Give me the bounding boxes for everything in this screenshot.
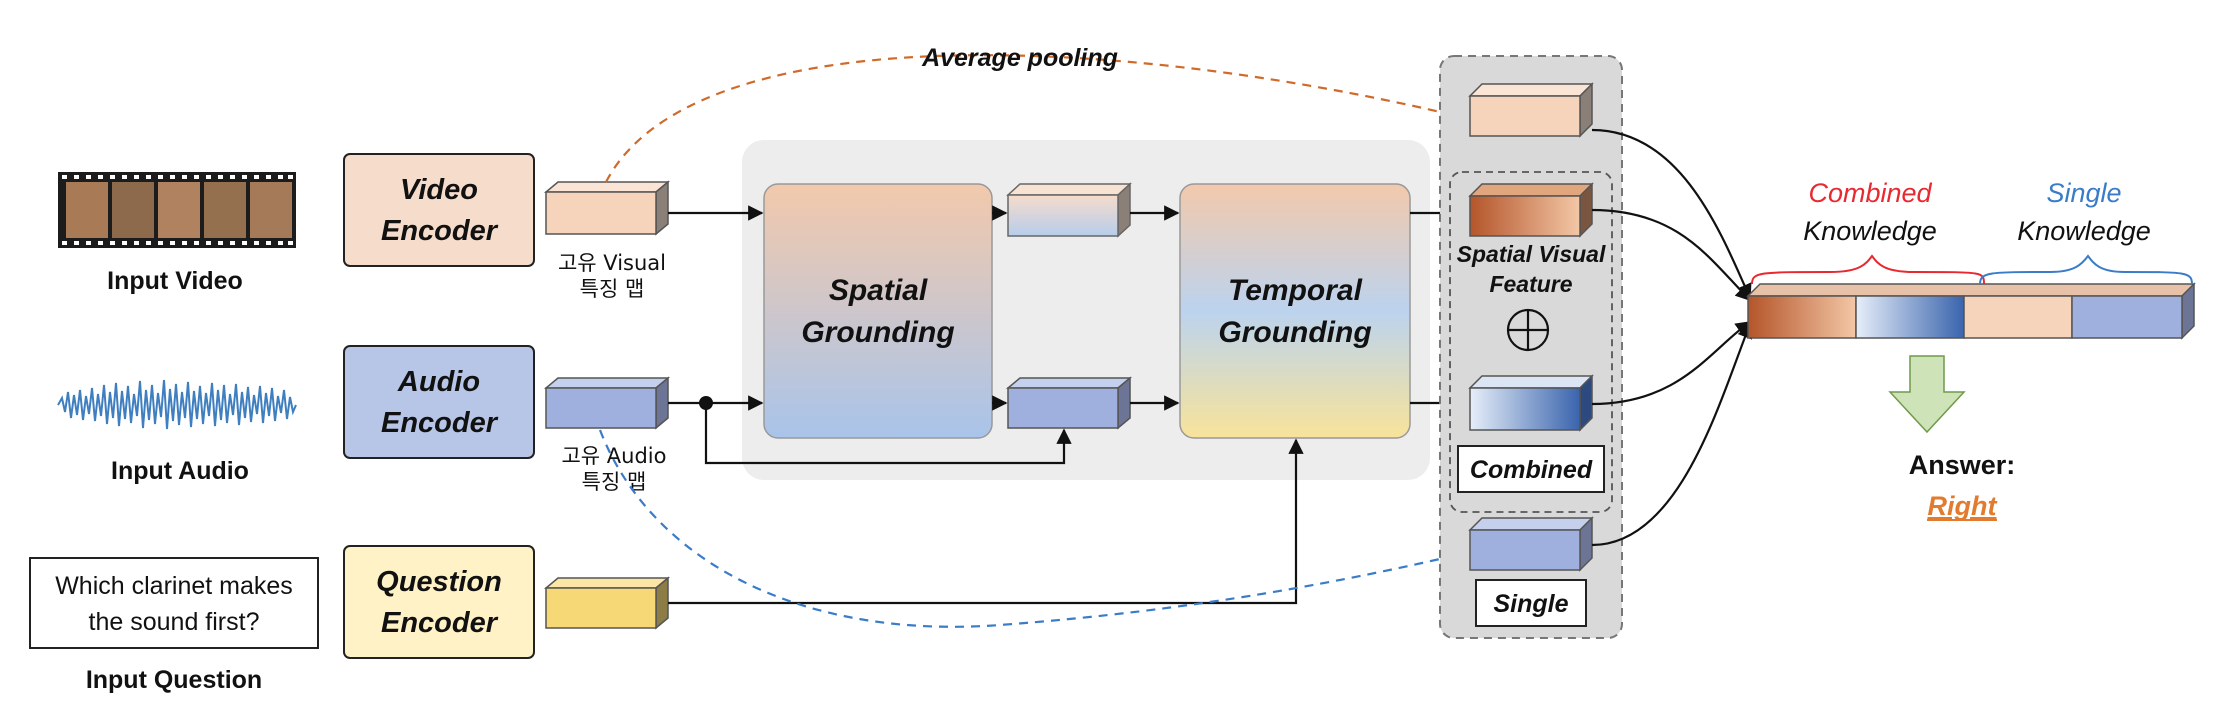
spatial-visual-knowledge-block bbox=[1468, 182, 1594, 238]
combined-tag-label: Combined bbox=[1470, 456, 1593, 484]
combined-tag bbox=[1457, 445, 1605, 493]
question-box bbox=[29, 557, 319, 649]
audio-skip-arrow bbox=[598, 429, 1468, 628]
spatial-visual-feature-line-2: Feature bbox=[1489, 271, 1572, 297]
visual-feature-label-1: 고유 Visual bbox=[558, 251, 666, 275]
single-knowledge-label: Knowledge bbox=[2017, 216, 2151, 246]
input-question-label: Input Question bbox=[86, 666, 262, 694]
audio-encoder: Audio Encoder bbox=[343, 345, 535, 459]
single-tag bbox=[1475, 579, 1587, 627]
average-pooling-label: Average pooling bbox=[921, 44, 1118, 72]
combined-knowledge-word: Combined bbox=[1808, 178, 1932, 208]
audio-feature-label-2: 특징 맵 bbox=[582, 470, 647, 494]
question-line-1: Which clarinet makes bbox=[55, 572, 293, 600]
input-video-label: Input Video bbox=[107, 267, 243, 295]
question-encoder-line-1: Question bbox=[376, 566, 502, 598]
question-encoder-line-2: Encoder bbox=[381, 607, 499, 639]
single-audio-knowledge-block bbox=[1468, 516, 1594, 572]
spatial-visual-feature-block bbox=[1006, 182, 1132, 238]
spatial-visual-feature-line-1: Spatial Visual bbox=[1457, 241, 1606, 267]
spatial-grounding-line-2: Grounding bbox=[801, 316, 954, 349]
combined-knowledge-label: Knowledge bbox=[1803, 216, 1937, 246]
question-feature-block bbox=[543, 576, 671, 630]
spatial-grounding-line-1: Spatial bbox=[829, 274, 928, 307]
down-arrow-icon bbox=[1888, 355, 1966, 434]
converging-arrows bbox=[1591, 128, 1753, 547]
grounded-audio-feature-block bbox=[1005, 376, 1133, 430]
video-encoder: Video Encoder bbox=[343, 153, 535, 267]
question-encoder: Question Encoder bbox=[343, 545, 535, 659]
oplus-icon bbox=[1506, 308, 1550, 352]
answer-value: Right bbox=[1928, 491, 1998, 521]
temporal-audio-knowledge-block bbox=[1468, 374, 1594, 432]
waveform-icon bbox=[57, 379, 297, 430]
spatial-grounding-block: Spatial Grounding bbox=[763, 183, 993, 439]
visual-feature-block bbox=[543, 180, 671, 236]
flow-arrows bbox=[668, 205, 1466, 605]
video-encoder-line-2: Encoder bbox=[381, 215, 499, 247]
film-strip-icon bbox=[58, 172, 296, 248]
branch-dot bbox=[699, 396, 713, 410]
single-tag-label: Single bbox=[1493, 590, 1568, 618]
video-encoder-line-1: Video bbox=[400, 174, 478, 206]
combined-subpanel bbox=[1449, 171, 1613, 513]
input-audio-label: Input Audio bbox=[111, 457, 249, 485]
audio-encoder-line-1: Audio bbox=[397, 366, 480, 398]
temporal-grounding-line-2: Grounding bbox=[1218, 316, 1371, 349]
average-pooling-arrow bbox=[605, 54, 1468, 183]
temporal-grounding-line-1: Temporal bbox=[1228, 274, 1363, 307]
temporal-grounding-block: Temporal Grounding bbox=[1179, 183, 1411, 439]
pooled-visual-block bbox=[1468, 82, 1594, 138]
single-brace bbox=[1979, 254, 2193, 285]
answer-label: Answer: bbox=[1909, 450, 2016, 480]
audio-encoder-line-2: Encoder bbox=[381, 407, 499, 439]
audio-feature-label-1: 고유 Audio bbox=[561, 444, 666, 468]
visual-feature-label-2: 특징 맵 bbox=[580, 277, 645, 301]
combined-brace bbox=[1751, 254, 1985, 285]
question-line-2: the sound first? bbox=[89, 608, 260, 636]
knowledge-bar bbox=[1746, 282, 2196, 340]
audio-feature-block bbox=[543, 376, 671, 430]
single-knowledge-word: Single bbox=[2046, 178, 2121, 208]
